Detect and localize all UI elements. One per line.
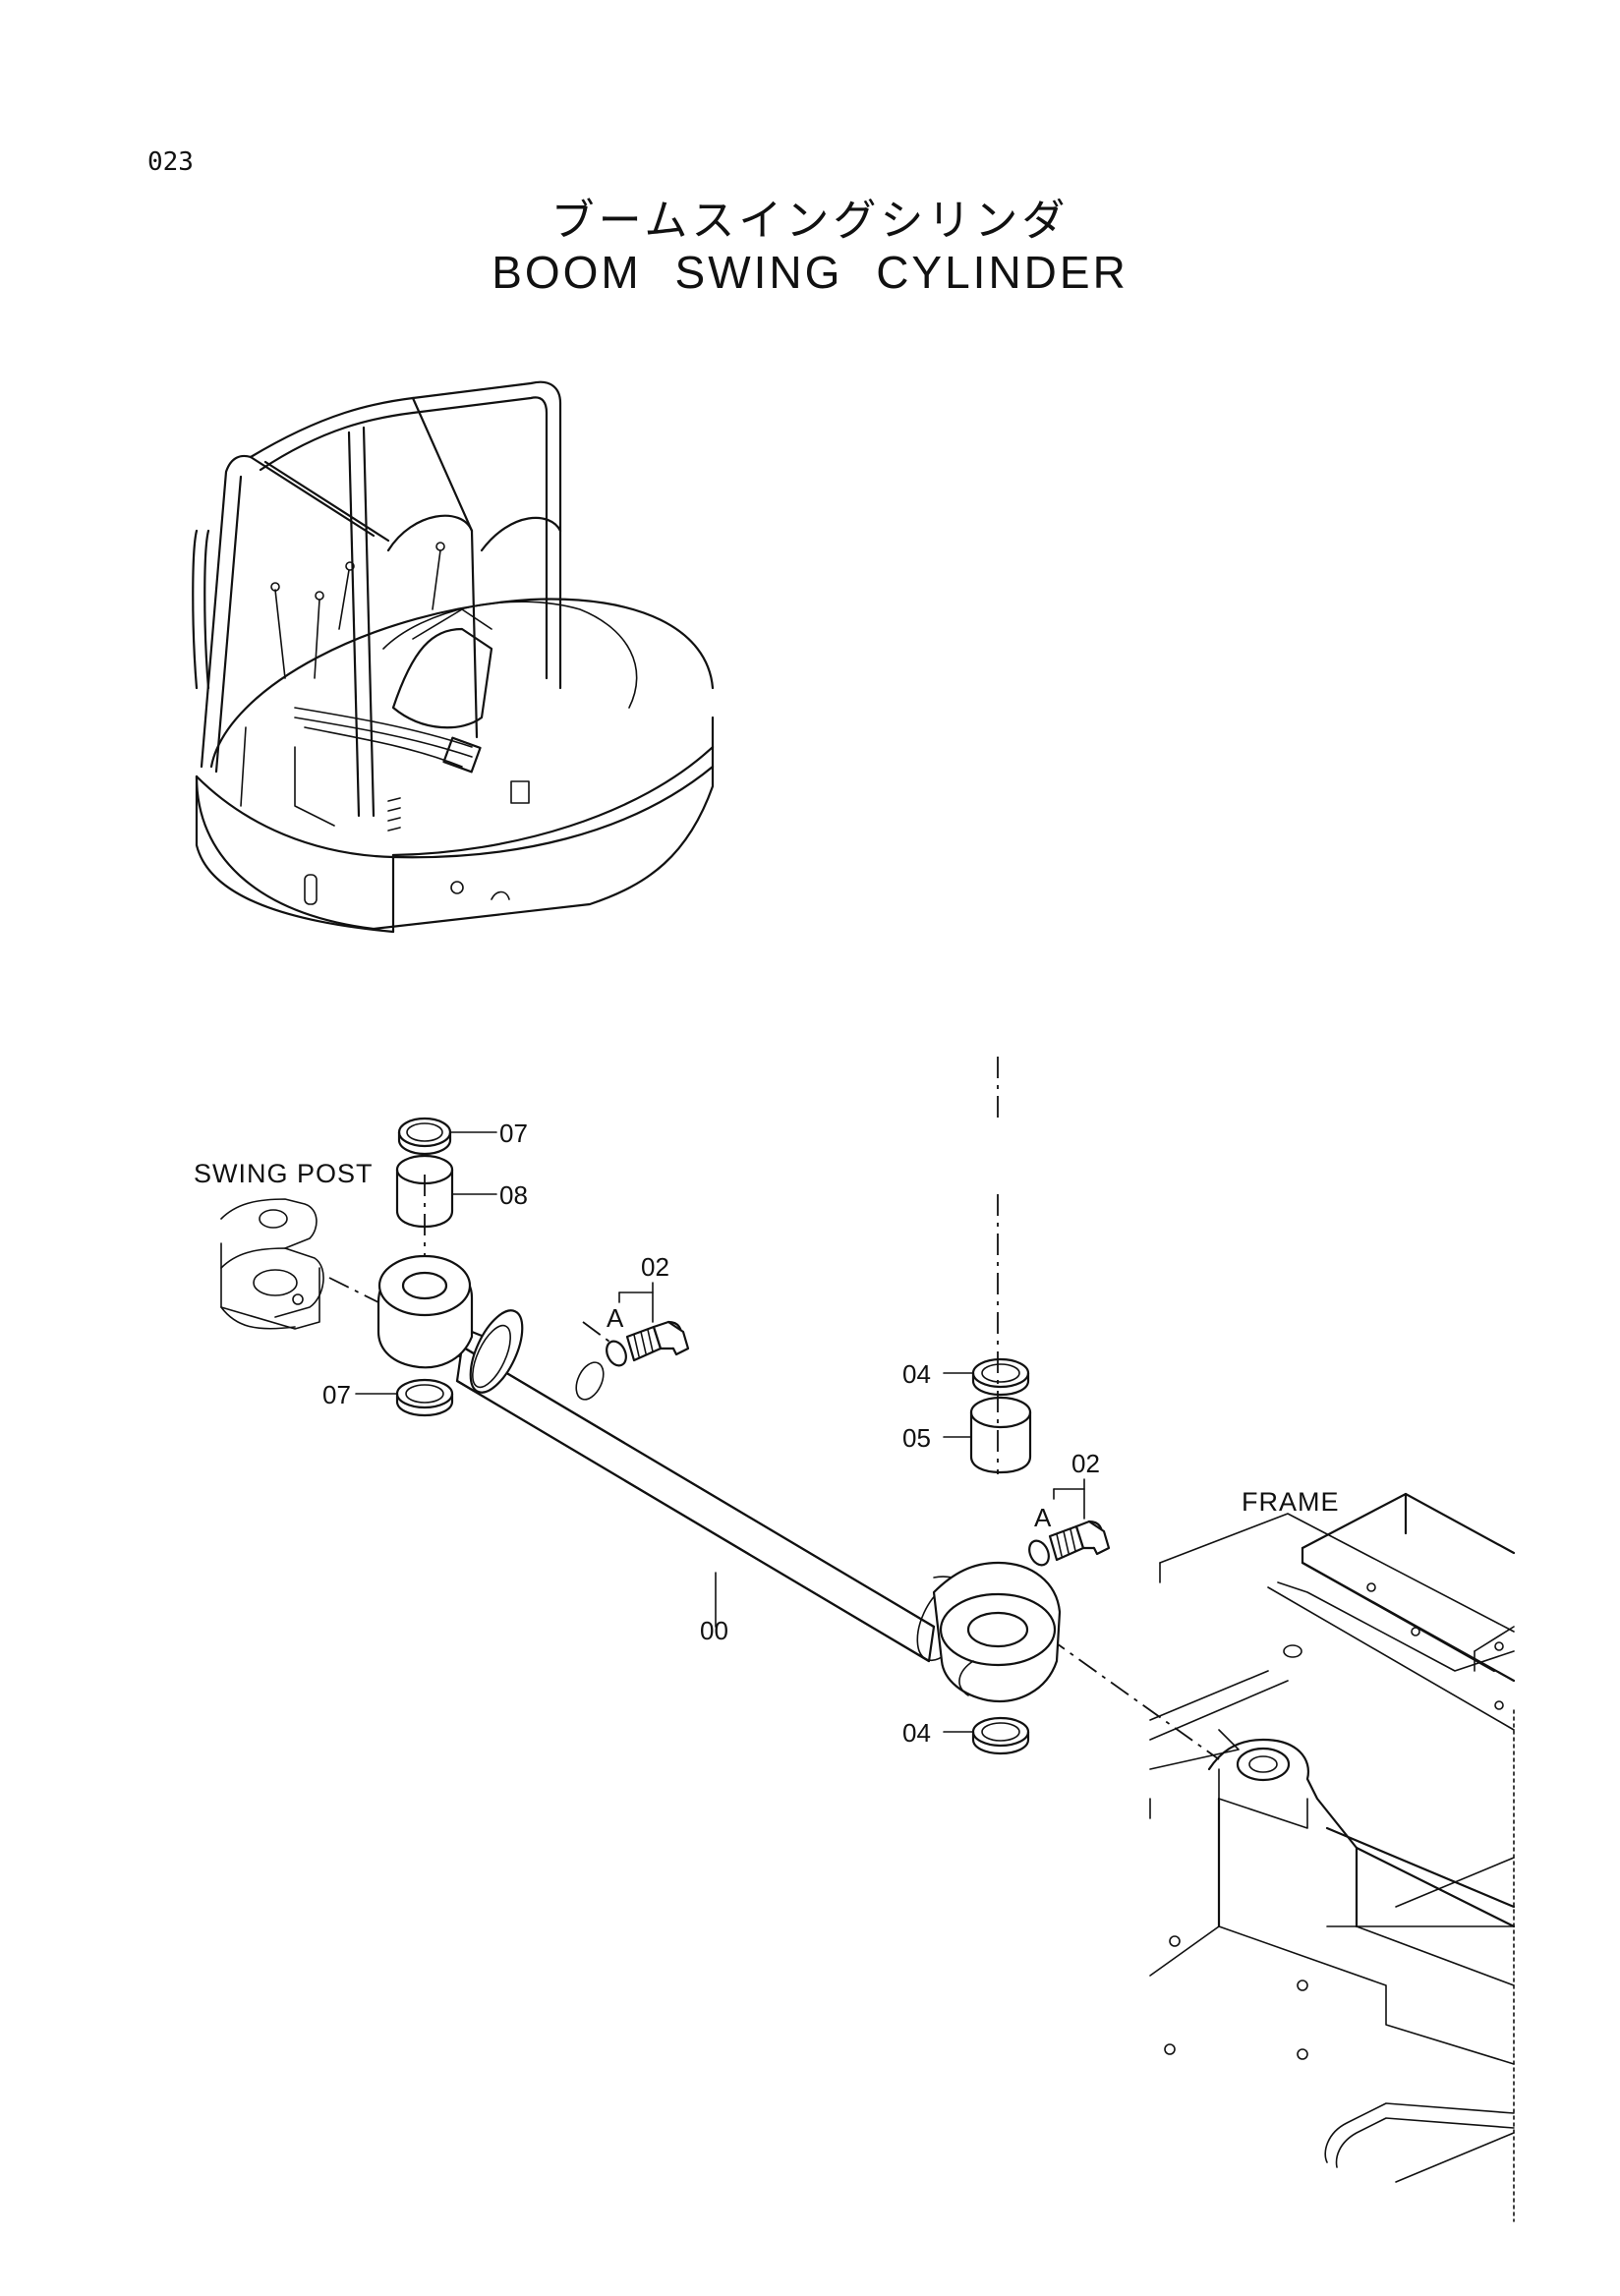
swing-post-label: SWING POST (194, 1159, 374, 1188)
callout-00: 00 (700, 1616, 728, 1645)
swing-post-illustration (220, 1198, 379, 1330)
part-07-dust-seal-top (397, 1117, 452, 1156)
callout-02-left: 02 (641, 1252, 669, 1282)
page-number: 023 (147, 147, 194, 177)
callout-a-right: A (1034, 1503, 1052, 1532)
callout-04-bottom: 04 (902, 1718, 931, 1748)
callout-a-left: A (607, 1303, 624, 1333)
callout-02-right: 02 (1071, 1449, 1100, 1478)
excavator-overview-illustration (192, 380, 715, 934)
callout-07-bottom: 07 (322, 1380, 351, 1409)
frame-label: FRAME (1242, 1487, 1340, 1517)
callout-05: 05 (902, 1423, 931, 1453)
callout-07-top: 07 (499, 1119, 528, 1148)
part-04-dust-seal-bottom (971, 1716, 1030, 1755)
part-02-elbow-fitting-right (1028, 1520, 1111, 1567)
title-japanese: ブームスイングシリンダ (550, 196, 1070, 246)
part-07-dust-seal-bottom (395, 1378, 454, 1417)
part-05-bushing (969, 1396, 1032, 1474)
boom-swing-cylinder-assembly (376, 1254, 1062, 1703)
part-04-dust-seal-top (971, 1357, 1030, 1397)
frame-illustration (1149, 1492, 1516, 2222)
callout-08: 08 (499, 1180, 528, 1210)
part-02-elbow-fitting-left (606, 1320, 690, 1367)
leader-lines (355, 1131, 1085, 1733)
part-08-bushing (395, 1154, 454, 1229)
title-english: BOOM SWING CYLINDER (492, 247, 1128, 298)
callout-04-top: 04 (902, 1359, 931, 1389)
